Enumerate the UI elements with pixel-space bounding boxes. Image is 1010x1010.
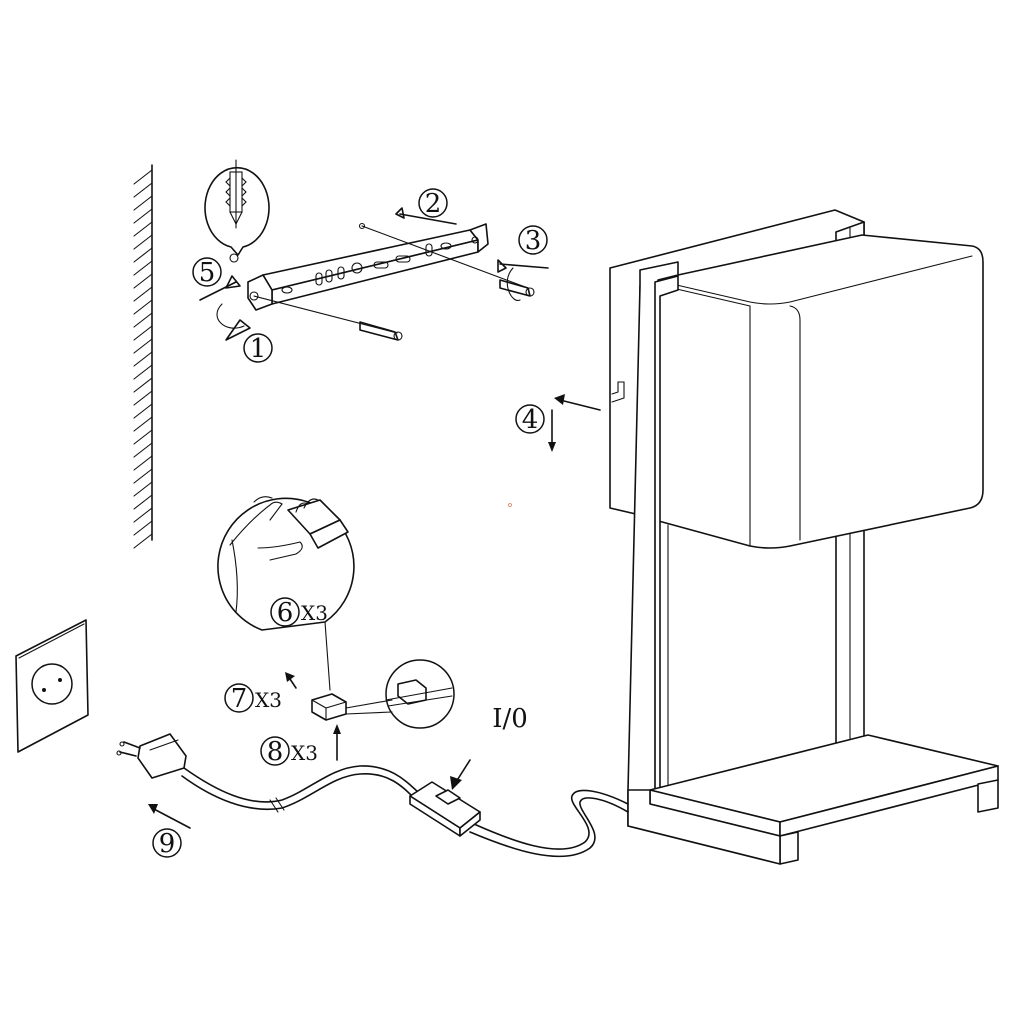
- step-label-4: 4: [515, 404, 545, 435]
- step-label-1: 1: [243, 333, 273, 364]
- svg-text:9: 9: [159, 829, 176, 859]
- cable-clip-icon: [285, 659, 455, 761]
- mounting-bracket-icon: [247, 223, 489, 311]
- hang-arrow-icon: [548, 394, 601, 452]
- screw-icon: [253, 222, 535, 341]
- power-plug-icon: [116, 733, 191, 829]
- step-label-8: 8 X3: [260, 736, 318, 767]
- inline-switch-icon: I/0: [409, 704, 528, 837]
- step-label-9: 9: [152, 828, 182, 859]
- rotation-arrow-icon: [199, 207, 549, 341]
- power-cord: [181, 765, 629, 858]
- wall-hatch-icon: [133, 164, 153, 549]
- svg-text:6: 6: [277, 598, 294, 628]
- svg-text:8: 8: [267, 737, 284, 767]
- step-label-3: 3: [518, 225, 548, 256]
- svg-text:3: 3: [525, 226, 542, 256]
- svg-text:5: 5: [199, 258, 216, 288]
- step-label-6: 6 X3: [270, 597, 328, 628]
- wall-plug-anchor-icon: [204, 159, 270, 263]
- hand-icon: [217, 496, 355, 691]
- svg-text:7: 7: [231, 684, 248, 714]
- svg-text:4: 4: [522, 405, 539, 435]
- svg-text:X3: X3: [301, 601, 328, 625]
- step-label-7: 7 X3: [224, 683, 282, 714]
- svg-text:X3: X3: [291, 741, 318, 765]
- switch-label: I/0: [492, 704, 528, 734]
- marker-dot: [508, 503, 512, 507]
- svg-text:X3: X3: [255, 688, 282, 712]
- lamp-icon: [609, 209, 999, 865]
- wall-socket-icon: [15, 619, 89, 753]
- svg-text:2: 2: [425, 189, 442, 219]
- svg-text:1: 1: [250, 334, 267, 364]
- step-label-5: 5: [192, 257, 222, 288]
- step-label-2: 2: [418, 188, 448, 219]
